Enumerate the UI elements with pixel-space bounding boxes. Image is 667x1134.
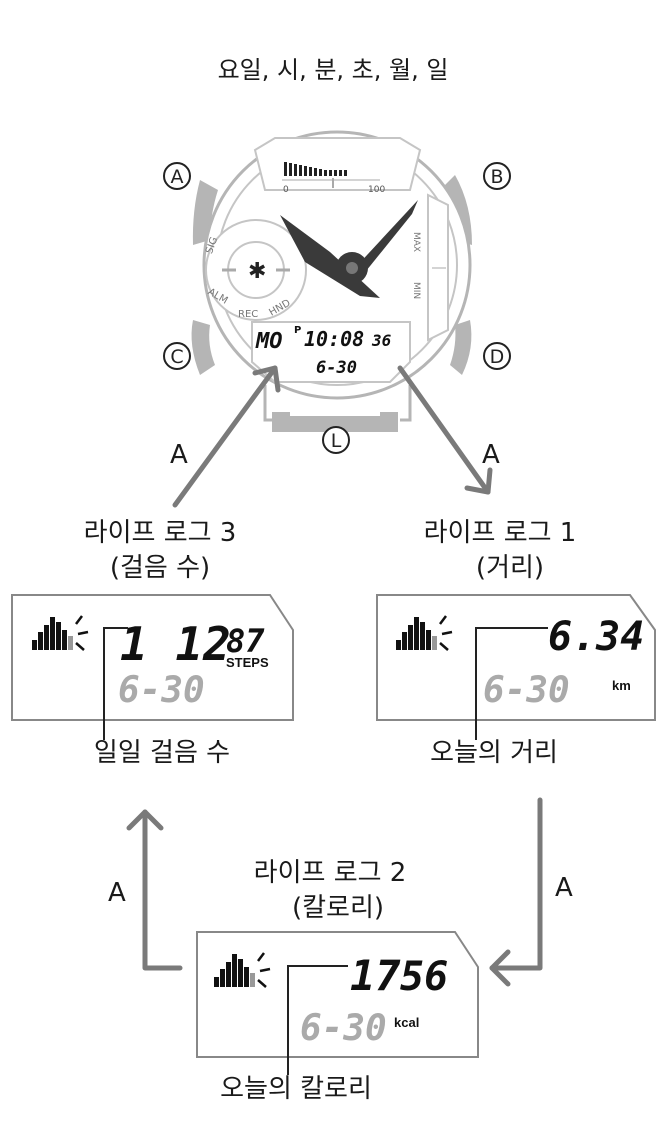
lcd-time: 10:08	[304, 327, 364, 351]
log1-display: 6.34 km 6-30	[376, 594, 656, 740]
arrow-log1-to-log2-head	[489, 949, 511, 987]
button-a-label: A	[171, 166, 184, 188]
bezel-label-max: MAX	[411, 232, 421, 252]
log3-title: 라이프 로그 3	[83, 518, 237, 548]
bezel-label-sig: SIG	[204, 236, 220, 256]
blink-indicator-icon	[257, 952, 271, 988]
button-a-pusher[interactable]	[192, 180, 218, 245]
lcd-day: MO	[255, 329, 283, 354]
transition-label-bottom-right: A	[555, 873, 573, 903]
log2-title: 라이프 로그 2	[253, 858, 407, 888]
log2-display: 17 56 kcal 6-30	[196, 931, 479, 1075]
lcd-seconds: 36	[371, 331, 392, 350]
button-c-pusher[interactable]	[191, 320, 215, 375]
arrow-log2-to-log3	[142, 809, 183, 971]
log2-value-small: 56	[400, 954, 448, 1000]
blink-indicator-icon	[439, 615, 453, 651]
log2-date: 6-30	[300, 1008, 387, 1049]
gauge-min-label: 0	[283, 185, 289, 195]
button-l-pusher-left[interactable]	[272, 412, 290, 432]
button-c-label: C	[170, 346, 183, 368]
arrow-to-log1	[397, 365, 491, 495]
bezel-label-min: MIN	[411, 282, 421, 299]
blink-indicator-icon	[75, 615, 89, 651]
watch-illustration: 0 100 MAX MIN ✱ SIG ALM REC HND MO P 10:…	[191, 130, 472, 432]
log3-value-big: 1 12	[120, 617, 231, 671]
header-title: 요일, 시, 분, 초, 월, 일	[217, 56, 449, 84]
bezel-label-rec: REC	[238, 309, 258, 320]
log3-display: 1 12 87 STEPS 6-30	[11, 594, 294, 740]
lcd-pm-indicator: P	[294, 325, 301, 336]
button-b-label: B	[490, 166, 503, 188]
bluetooth-icon: ✱	[248, 259, 266, 284]
arrow-log1-to-log2	[489, 797, 543, 971]
button-d-label: D	[490, 346, 505, 368]
activity-bars-icon	[32, 617, 73, 650]
log1-date: 6-30	[483, 670, 570, 711]
log2-subtitle: (칼로리)	[291, 893, 385, 923]
log1-value: 6.34	[548, 614, 644, 660]
log3-caption: 일일 걸음 수	[93, 738, 231, 768]
log3-value-small: 87	[226, 622, 265, 660]
log1-subtitle: (거리)	[475, 553, 545, 583]
transition-label-bottom-left: A	[108, 878, 126, 908]
log1-caption: 오늘의 거리	[430, 738, 558, 768]
minute-hand	[355, 200, 418, 276]
log1-title: 라이프 로그 1	[423, 518, 577, 548]
arrow-to-log1-head	[464, 467, 493, 495]
log1-unit: km	[612, 678, 631, 693]
log3-date: 6-30	[118, 670, 205, 711]
lcd-date: 6-30	[316, 358, 357, 378]
activity-bars-icon	[214, 954, 255, 987]
arrow-to-watch	[172, 365, 278, 508]
button-d-pusher[interactable]	[450, 320, 472, 375]
log3-unit: STEPS	[226, 655, 269, 670]
log2-caption: 오늘의 칼로리	[220, 1074, 372, 1104]
watch-lcd	[251, 321, 411, 383]
log3-subtitle: (걸음 수)	[109, 553, 211, 583]
button-l-pusher[interactable]	[290, 416, 380, 432]
gauge-max-label: 100	[368, 185, 385, 195]
button-l-pusher-right[interactable]	[380, 412, 398, 432]
flow-arrows	[126, 365, 543, 987]
activity-bars-icon	[396, 617, 437, 650]
button-labels: A B C D L	[163, 162, 511, 454]
log2-unit: kcal	[394, 1015, 419, 1030]
arrow-log2-to-log3-head	[126, 809, 164, 831]
transition-label-right: A	[482, 440, 500, 470]
arrow-to-watch-head	[252, 365, 281, 393]
button-l-label: L	[331, 430, 342, 452]
activity-gauge	[282, 162, 380, 188]
transition-label-left: A	[170, 440, 188, 470]
log2-value-big: 17	[350, 951, 401, 1000]
